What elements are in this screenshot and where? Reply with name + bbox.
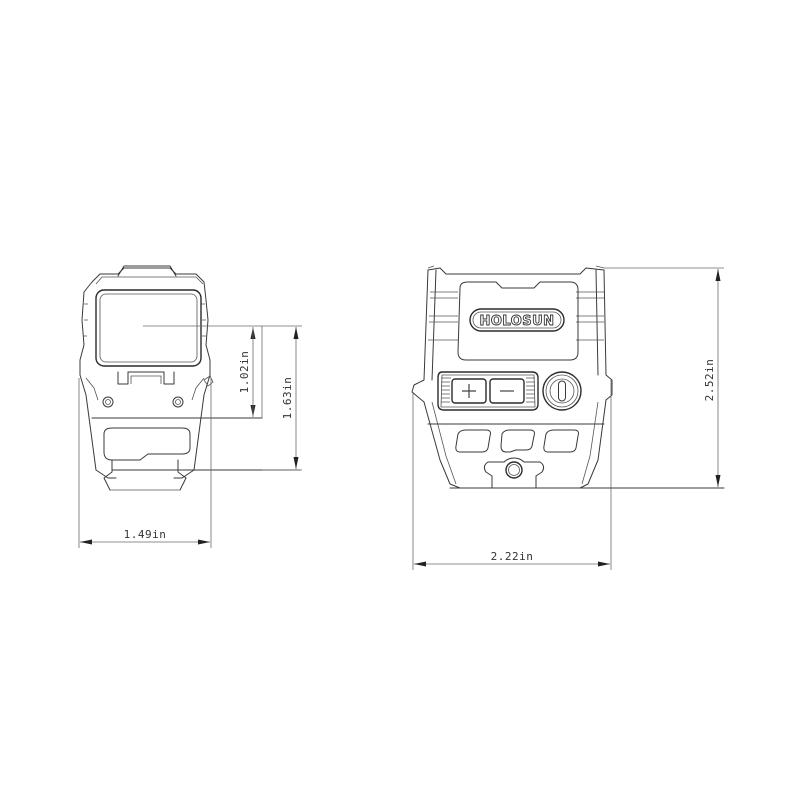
side-height-label: 2.52in	[703, 359, 716, 402]
front-rail-left	[103, 459, 113, 491]
side-vent-right	[543, 429, 579, 453]
front-view: 1.49in 1.02in 1.63in	[78, 265, 302, 548]
dimension-side-height: 2.52in	[604, 267, 724, 487]
front-width-label: 1.49in	[124, 528, 167, 541]
coin-slot-icon	[558, 380, 566, 402]
plus-icon	[462, 384, 476, 398]
cross-bolt	[483, 457, 545, 489]
front-rail-right	[177, 459, 187, 491]
side-view: HOLOSUN	[411, 265, 725, 570]
dimension-front-height: 1.63in	[262, 325, 302, 471]
holosun-logo: HOLOSUN	[479, 314, 554, 329]
side-vent-left	[455, 429, 491, 453]
logo-badge	[469, 308, 565, 332]
front-mount-right	[173, 374, 211, 479]
front-clamp	[103, 427, 191, 461]
front-window-inner	[99, 293, 198, 363]
battery-cap[interactable]	[542, 371, 582, 411]
dimension-front-width: 1.49in	[78, 378, 212, 548]
button-cluster	[437, 371, 539, 411]
front-right-screw	[172, 396, 184, 408]
minus-button[interactable]	[489, 378, 525, 404]
front-window-outer	[95, 289, 202, 367]
side-vent-center	[500, 429, 535, 453]
front-left-screw	[102, 396, 114, 408]
side-left-edge	[411, 269, 429, 403]
plus-button[interactable]	[451, 378, 487, 404]
front-mount-left	[79, 374, 117, 479]
side-logo-panel	[457, 281, 579, 361]
dimension-side-length: 2.22in	[412, 380, 612, 570]
side-lower-housing	[423, 399, 607, 489]
side-top-edge	[427, 267, 605, 275]
front-notch	[117, 371, 175, 385]
window-height-label: 1.02in	[238, 351, 251, 394]
front-housing-outline	[91, 267, 211, 376]
dimension-window-height: 1.02in	[238, 326, 263, 418]
front-height-label: 1.63in	[281, 377, 294, 420]
side-right-edge	[603, 269, 613, 401]
side-length-label: 2.22in	[491, 550, 534, 563]
front-side-lever	[203, 375, 214, 387]
